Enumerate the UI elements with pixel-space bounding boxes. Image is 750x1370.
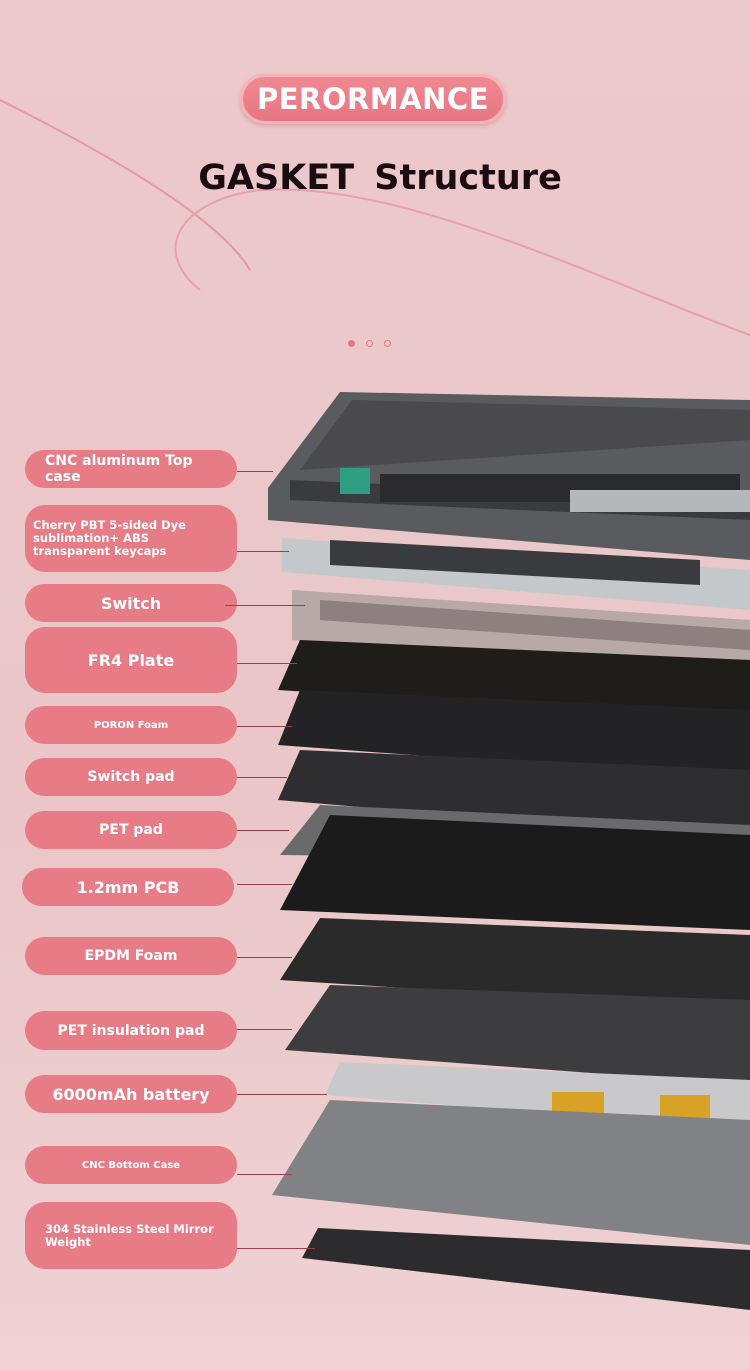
connector-line <box>237 551 289 552</box>
label-top-case: CNC aluminum Top case <box>25 450 237 488</box>
pcb <box>280 815 750 930</box>
mirror-weight <box>302 1228 750 1310</box>
switch-pad <box>278 750 750 840</box>
connector-line <box>237 471 273 472</box>
pager-dot-2[interactable] <box>366 340 373 347</box>
label-bottom-case: CNC Bottom Case <box>25 1146 237 1184</box>
connector-line <box>237 830 289 831</box>
poron-foam <box>278 690 750 780</box>
label-switch: Switch <box>25 584 237 622</box>
label-pet-pad: PET pad <box>25 811 237 849</box>
pager-dot-3[interactable] <box>384 340 391 347</box>
connector-line <box>237 1174 292 1175</box>
label-fr4-plate: FR4 Plate <box>25 627 237 693</box>
connector-line <box>237 1094 327 1095</box>
decorative-curves <box>0 99 750 336</box>
fr4-plate <box>278 640 750 720</box>
connector-line <box>237 777 287 778</box>
label-epdm-foam: EPDM Foam <box>25 937 237 975</box>
connector-line <box>237 663 297 664</box>
epdm-foam <box>280 918 750 1010</box>
connector-line <box>237 884 292 885</box>
keycaps <box>282 468 750 610</box>
connector-line <box>237 1029 292 1030</box>
pet-insulation-pad <box>285 985 750 1085</box>
label-pcb: 1.2mm PCB <box>22 868 234 906</box>
connector-line <box>237 957 292 958</box>
label-battery: 6000mAh battery <box>25 1075 237 1113</box>
label-mirror-weight: 304 Stainless Steel Mirror Weight <box>25 1202 237 1269</box>
section-badge: PERORMANCE <box>240 74 506 124</box>
label-keycaps: Cherry PBT 5-sided Dye sublimation+ ABS … <box>25 505 237 572</box>
pager-dot-1[interactable] <box>348 340 355 347</box>
label-poron-foam: PORON Foam <box>25 706 237 744</box>
page-title: GASKET Structure <box>198 158 562 198</box>
connector-line <box>237 1248 315 1249</box>
bottom-case <box>272 1100 750 1245</box>
pager-dots <box>348 340 391 347</box>
connector-line <box>225 605 305 606</box>
connector-line <box>237 726 292 727</box>
label-switch-pad: Switch pad <box>25 758 237 796</box>
label-pet-insulation-pad: PET insulation pad <box>25 1011 237 1050</box>
